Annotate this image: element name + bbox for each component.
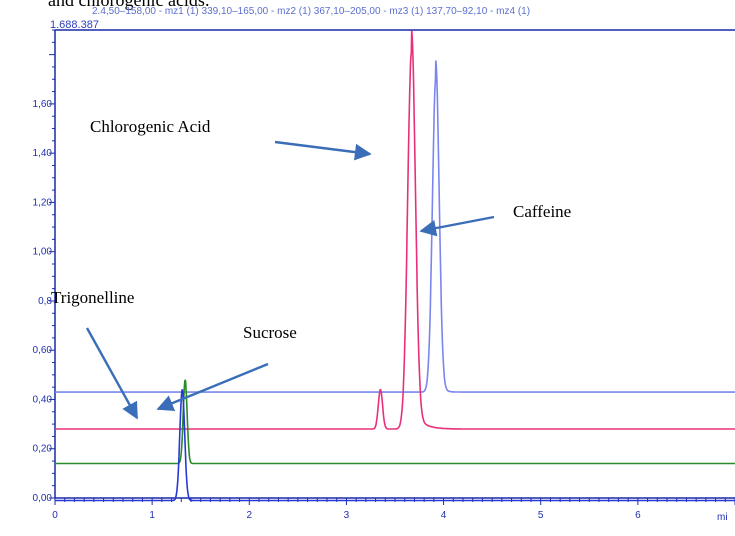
series-line-2 — [55, 379, 735, 465]
y-tick-label: 1,40 — [33, 148, 53, 159]
annotation-chlorogenic-acid: Chlorogenic Acid — [90, 117, 211, 136]
series-line-3 — [55, 389, 735, 502]
arrow-trigonelline — [85, 327, 139, 420]
plot-frame-group — [54, 29, 735, 499]
x-tick-label: 1 — [149, 510, 155, 521]
y-tick-label: 0,8 — [38, 296, 52, 307]
annotation-arrows — [85, 140, 495, 420]
y-tick-label: 0,60 — [33, 345, 53, 356]
arrow-caffeine — [419, 215, 495, 237]
series-line-0 — [55, 60, 735, 393]
y-readout: 1.688.387 — [50, 19, 99, 31]
x-unit-label: mi — [717, 512, 728, 523]
x-tick-label: 2 — [247, 510, 253, 521]
annotation-sucrose: Sucrose — [243, 323, 297, 342]
x-axis-ticks: 0 1 2 3 4 5 6 — [52, 498, 735, 521]
y-tick-label: 0,00 — [33, 493, 53, 504]
header-strip: 2.4,50–158,00 - mz1 (1) 339,10–165,00 - … — [92, 6, 531, 17]
y-tick-label: 1,20 — [33, 197, 53, 208]
caption-fragment: and chlorogenic acids. — [48, 0, 210, 10]
arrow-chlorogenic-acid — [274, 140, 372, 161]
y-tick-label: 1,60 — [33, 99, 53, 110]
y-axis-ticks: 0,00 0,20 0,40 0,60 0,8 1,00 1,20 1,40 1,60 — [33, 29, 55, 504]
x-tick-label: 3 — [344, 510, 350, 521]
series-lines — [55, 30, 735, 502]
y-tick-label: 0,40 — [33, 394, 53, 405]
annotation-caffeine: Caffeine — [513, 202, 572, 221]
x-tick-label: 4 — [441, 510, 447, 521]
annotation-trigonelline: Trigonelline — [51, 288, 135, 307]
x-tick-label: 6 — [635, 510, 641, 521]
y-tick-label: 1,00 — [33, 247, 53, 258]
x-tick-label: 0 — [52, 510, 58, 521]
y-tick-label: 0,20 — [33, 444, 53, 455]
arrow-sucrose — [156, 362, 269, 412]
x-tick-label: 5 — [538, 510, 544, 521]
series-line-1 — [55, 30, 735, 430]
